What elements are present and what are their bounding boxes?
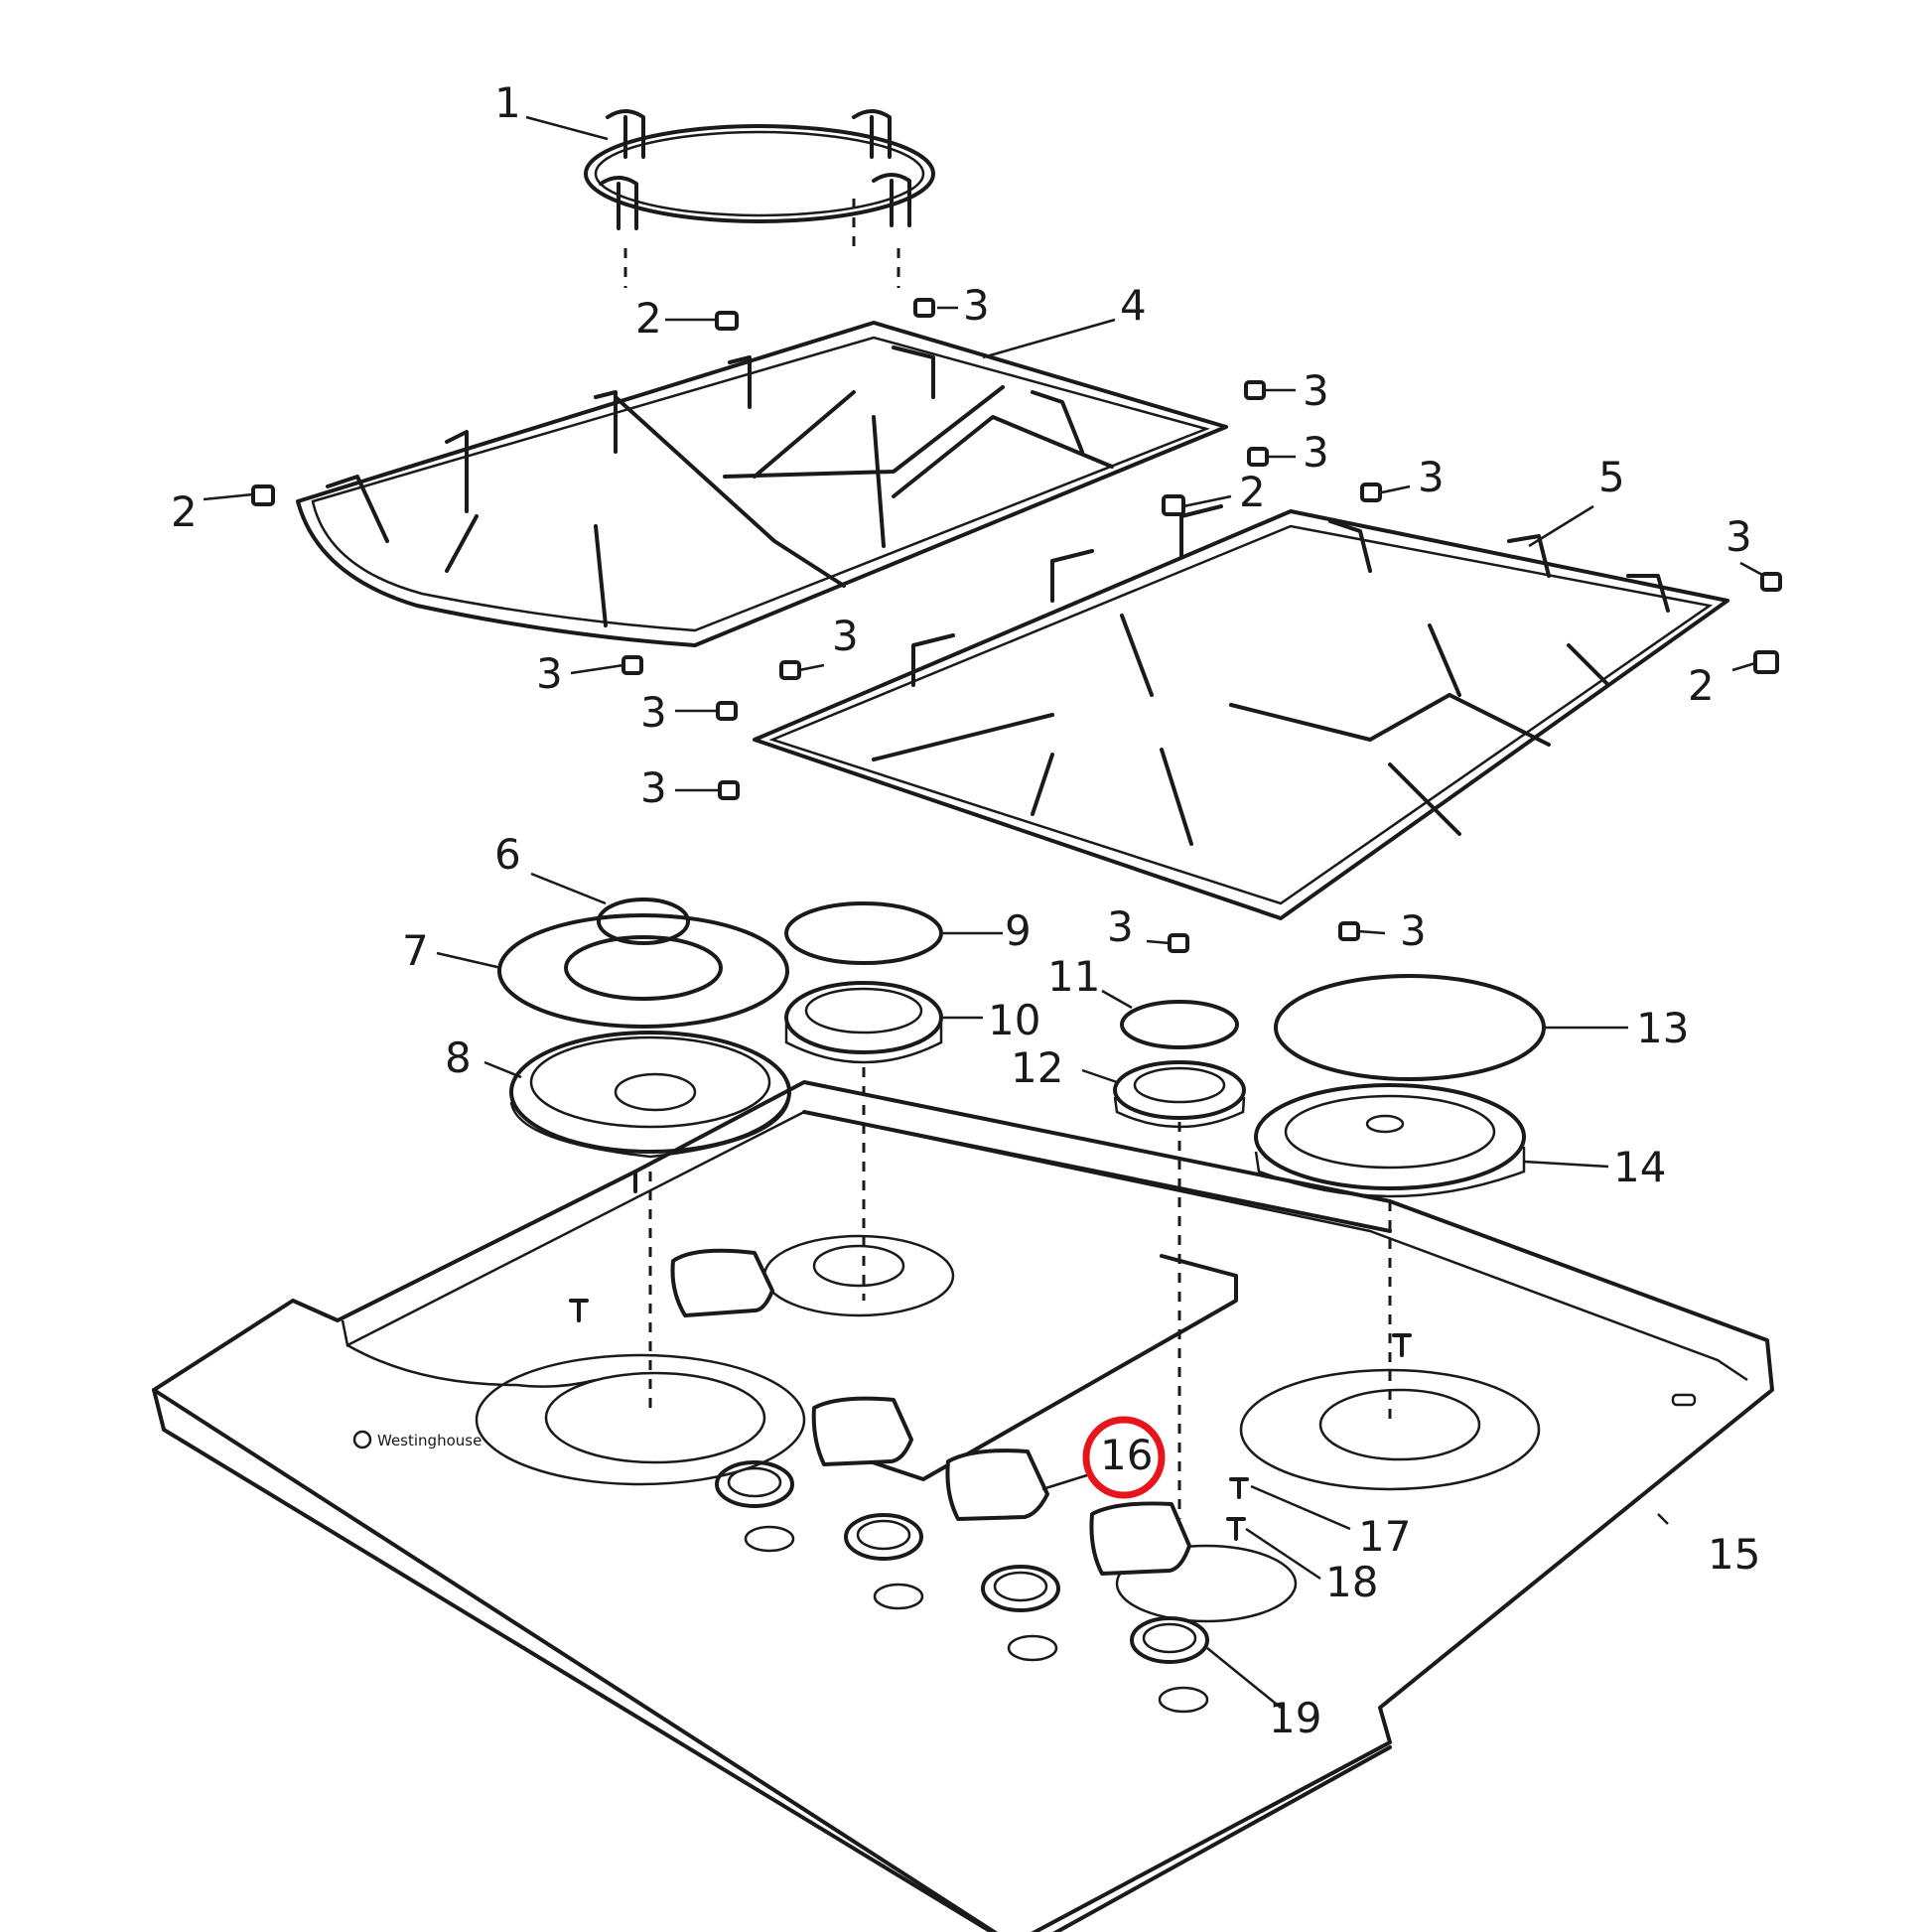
knob-bezels — [715, 1460, 1209, 1714]
control-knobs — [670, 1248, 1191, 1576]
clip-parts — [251, 298, 1782, 953]
leader-lines — [203, 115, 1765, 1709]
callout-3d: 3 — [1418, 453, 1445, 501]
callout-15: 15 — [1708, 1530, 1760, 1579]
assembly-lines — [648, 1067, 1392, 1519]
highlight-circle — [1082, 1416, 1166, 1499]
brand-logo-text: Westinghouse — [377, 1432, 482, 1449]
callout-3e: 3 — [1725, 512, 1752, 561]
right-trivet — [753, 504, 1729, 920]
callout-3h: 3 — [640, 688, 667, 737]
callout-6: 6 — [494, 830, 521, 879]
callout-labels: 1 2 3 4 2 3 3 2 3 5 3 2 3 3 3 3 3 3 6 7 … — [171, 78, 1760, 1742]
callout-18: 18 — [1325, 1558, 1378, 1606]
callout-17: 17 — [1358, 1512, 1411, 1561]
callout-11: 11 — [1047, 952, 1100, 1001]
callout-3i: 3 — [640, 763, 667, 812]
callout-8: 8 — [445, 1034, 472, 1082]
callout-14: 14 — [1613, 1143, 1666, 1191]
callout-1: 1 — [494, 78, 521, 127]
callout-2c: 2 — [1239, 468, 1266, 516]
callout-4: 4 — [1120, 281, 1147, 330]
left-trivet — [296, 321, 1228, 647]
callout-3k: 3 — [1400, 906, 1427, 955]
callout-3b: 3 — [1303, 366, 1329, 415]
callout-12: 12 — [1011, 1043, 1063, 1092]
callout-19: 19 — [1269, 1694, 1321, 1742]
callout-13: 13 — [1636, 1004, 1689, 1052]
callout-16: 16 — [1100, 1431, 1153, 1479]
callout-2d: 2 — [1688, 661, 1715, 710]
callout-10: 10 — [988, 996, 1040, 1044]
callout-3c: 3 — [1303, 428, 1329, 477]
wok-ring — [584, 109, 935, 288]
callout-3f: 3 — [536, 649, 563, 698]
callout-2b: 2 — [171, 487, 198, 536]
callout-7: 7 — [402, 926, 429, 975]
callout-3g: 3 — [832, 612, 859, 660]
callout-3a: 3 — [963, 281, 990, 330]
callout-5: 5 — [1598, 453, 1625, 501]
burner-components — [497, 897, 1546, 1198]
screws — [569, 1299, 1412, 1541]
callout-9: 9 — [1005, 906, 1032, 955]
cooktop-body: Westinghouse — [152, 1080, 1774, 1932]
callout-3j: 3 — [1107, 902, 1134, 951]
callout-2a: 2 — [635, 294, 662, 343]
